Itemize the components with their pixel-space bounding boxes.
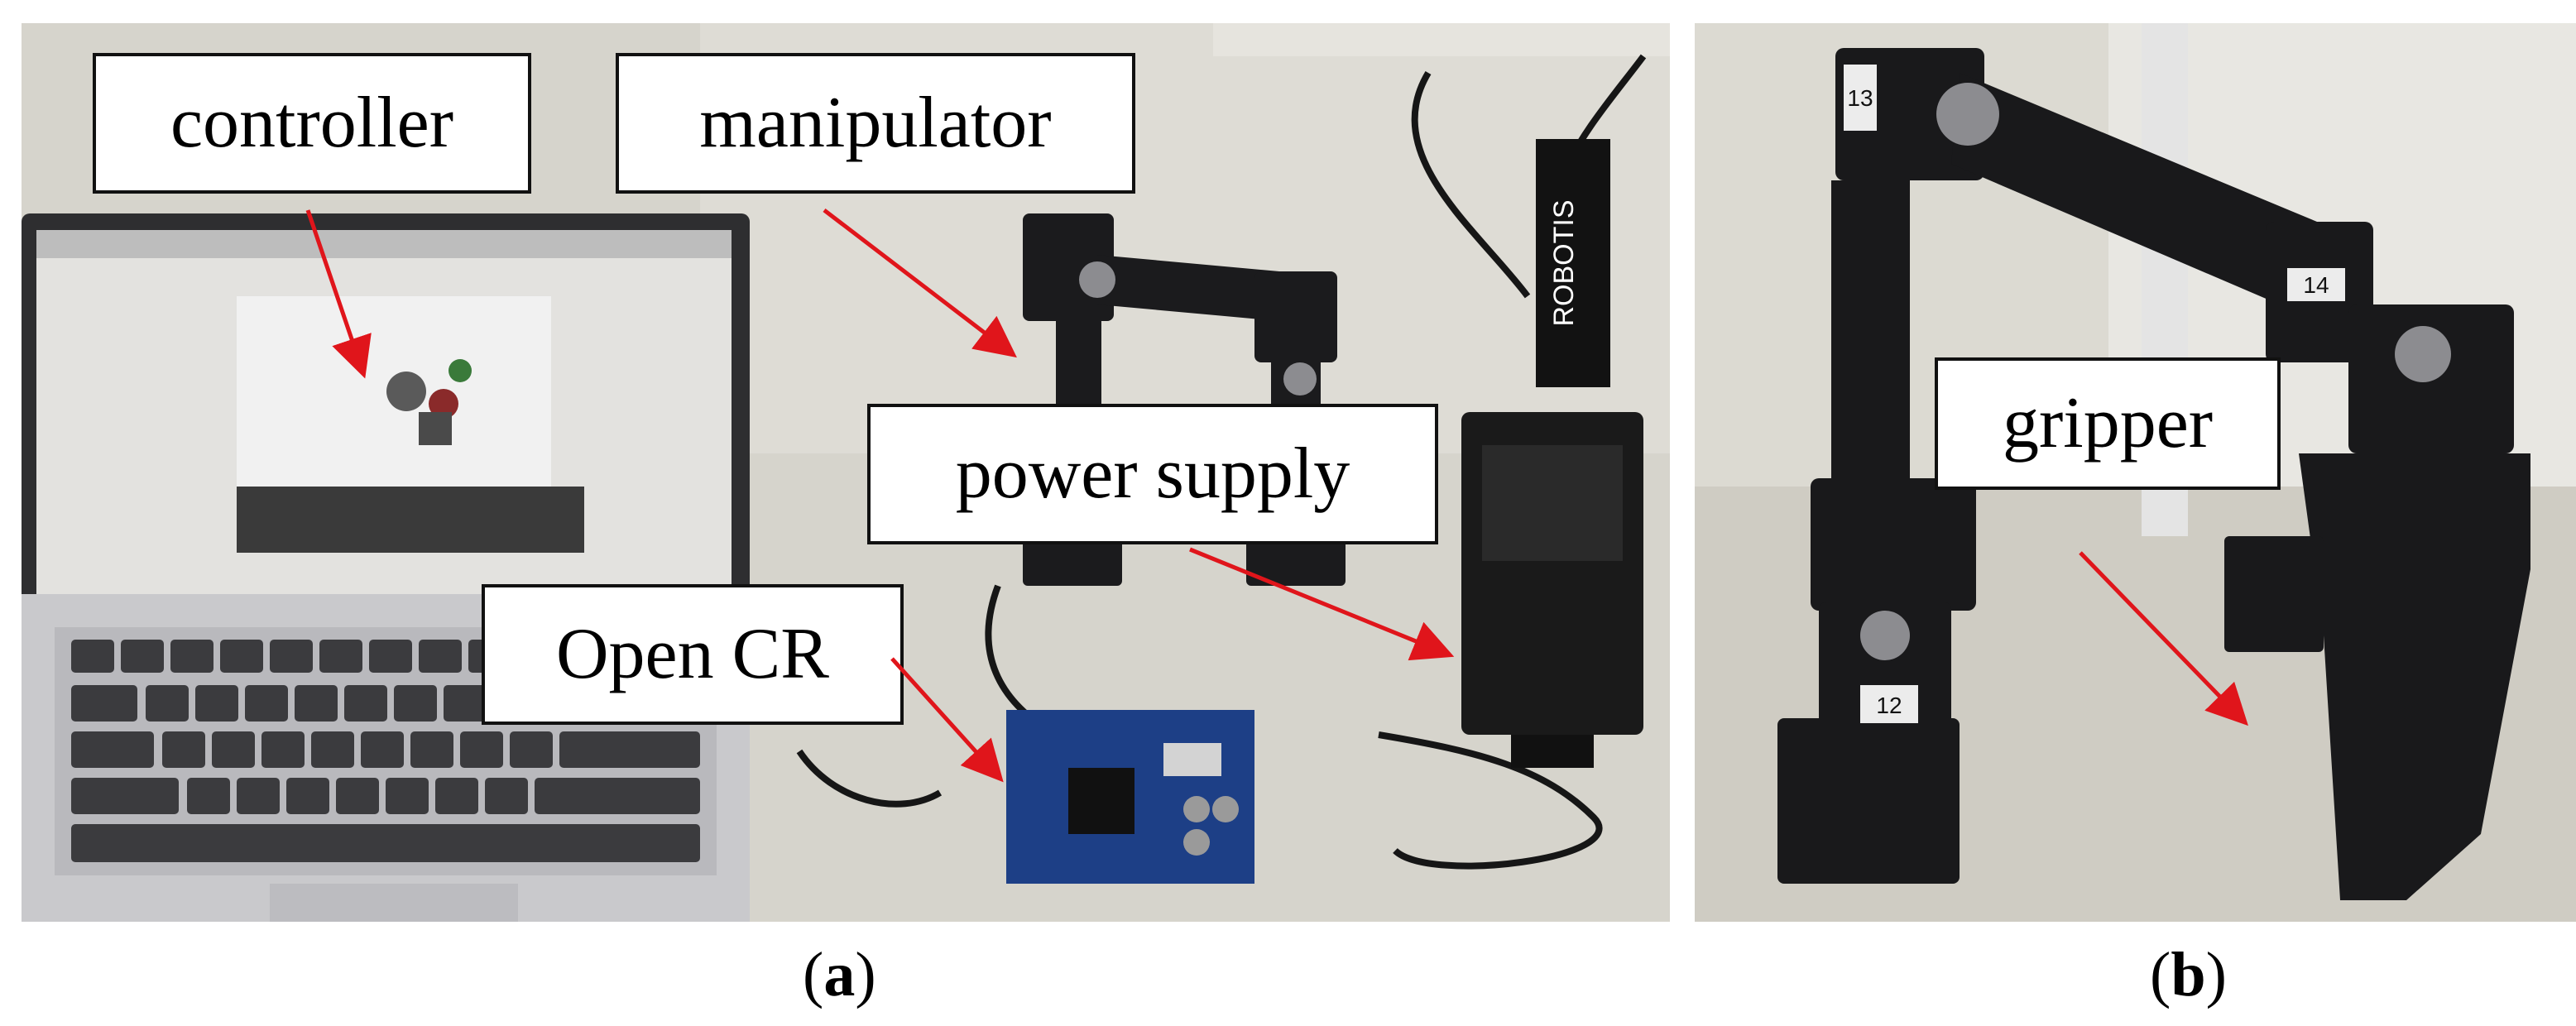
board-connector bbox=[1163, 743, 1221, 776]
servo-id-tag bbox=[1844, 65, 1877, 131]
sim-robot-model bbox=[386, 359, 472, 445]
workbench-photo: ROBOTIS bbox=[22, 23, 1670, 922]
robotis-brand-text: ROBOTIS bbox=[1548, 199, 1580, 326]
panel-a-photo: ROBOTIS controller manipulator power sup… bbox=[22, 23, 1670, 922]
caption-a: (a) bbox=[803, 940, 876, 1009]
browser-toolbar bbox=[36, 230, 732, 258]
shelf-edge bbox=[1213, 23, 1670, 56]
caption-b: (b) bbox=[2150, 940, 2227, 1009]
label-power-supply: power supply bbox=[867, 404, 1438, 544]
servo-id-tag bbox=[2287, 268, 2345, 301]
board-chip bbox=[1068, 768, 1134, 834]
servo-id-tag bbox=[1860, 685, 1918, 723]
sim-panel bbox=[237, 487, 584, 553]
servo-disc bbox=[1079, 261, 1115, 298]
label-controller: controller bbox=[93, 53, 531, 194]
touchpad bbox=[270, 884, 518, 922]
label-open-cr: Open CR bbox=[482, 584, 904, 725]
servo-id-right: 14 bbox=[2303, 272, 2329, 298]
label-gripper: gripper bbox=[1935, 357, 2281, 490]
servo-disc bbox=[2395, 326, 2451, 382]
servo-disc bbox=[1283, 362, 1317, 396]
servo-id-upper: 13 bbox=[1847, 85, 1873, 111]
adapter-plug bbox=[1511, 735, 1594, 768]
servo-disc bbox=[1936, 83, 1999, 146]
keys bbox=[71, 640, 700, 862]
label-manipulator: manipulator bbox=[616, 53, 1135, 194]
servo-id-lower: 12 bbox=[1876, 693, 1902, 718]
robotis-box bbox=[1536, 139, 1610, 387]
panel-b-photo: 13 14 12 gripper bbox=[1695, 23, 2576, 922]
adapter-label bbox=[1482, 445, 1623, 561]
servo-disc bbox=[1860, 611, 1910, 660]
board-capacitors bbox=[1183, 796, 1239, 856]
